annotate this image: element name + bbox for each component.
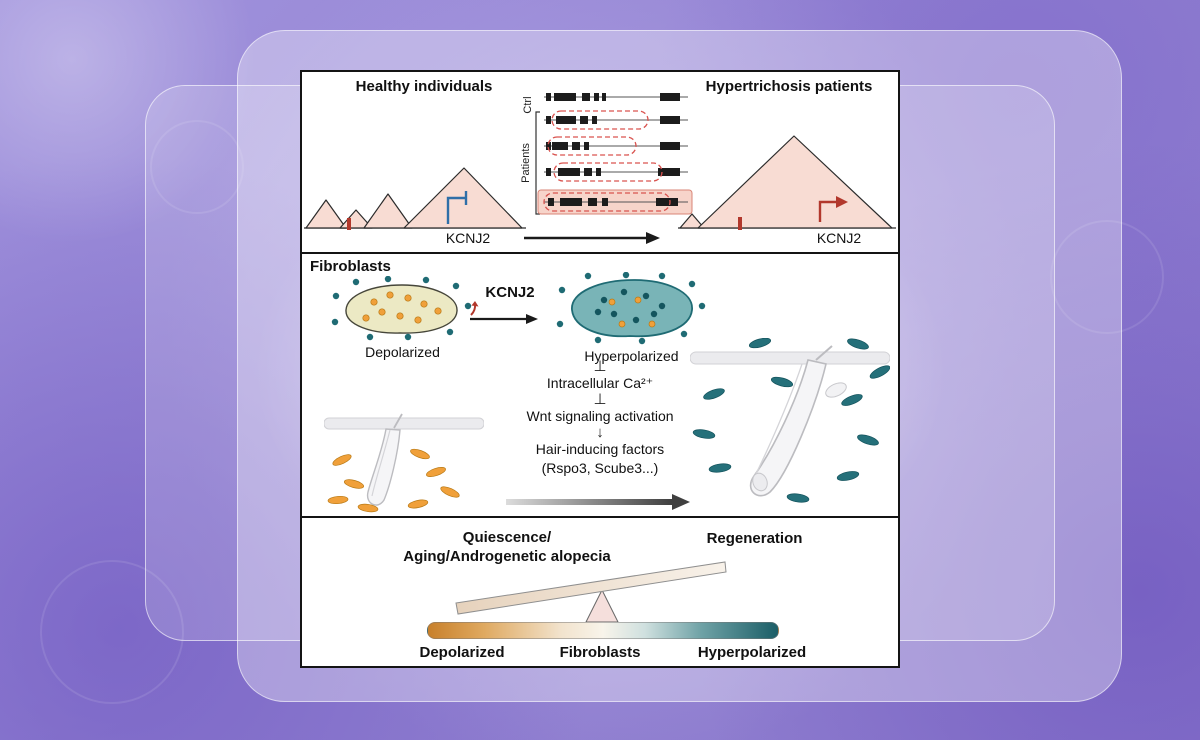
hyperpolarized-cell-illustration bbox=[556, 272, 706, 345]
healthy-individuals-label: Healthy individuals bbox=[355, 78, 493, 95]
skin-surface bbox=[324, 417, 484, 430]
kcnj2-label-left: KCNJ2 bbox=[445, 230, 491, 246]
balance-section: Quiescence/ Aging/Androgenetic alopecia … bbox=[302, 518, 898, 666]
kcnj2-label-right: KCNJ2 bbox=[816, 230, 862, 246]
regeneration-label: Regeneration bbox=[706, 530, 803, 547]
inner-orange-ions bbox=[608, 296, 656, 328]
inner-orange-ions bbox=[362, 291, 442, 324]
kcnj2-upregulation: KCNJ2 bbox=[468, 284, 552, 316]
axis-depolarized-label: Depolarized bbox=[419, 644, 505, 661]
follicle-outline bbox=[749, 359, 827, 497]
seesaw-plank bbox=[455, 561, 727, 615]
repressed-promoter-icon bbox=[446, 191, 468, 224]
outer-teal-ions bbox=[556, 272, 706, 345]
hypertrichosis-peak-illustration bbox=[678, 135, 896, 229]
red-tick-icon bbox=[738, 217, 742, 230]
fibroblasts-title: Fibroblasts bbox=[310, 258, 391, 275]
genomics-section: Healthy individuals Hypertrichosis patie… bbox=[302, 72, 898, 254]
follicle-bulb bbox=[752, 472, 768, 492]
hair-factors-genes: (Rspo3, Scube3...) bbox=[541, 460, 659, 476]
regenerating-follicle-illustration bbox=[690, 338, 890, 503]
hypertrichosis-patients-label: Hypertrichosis patients bbox=[705, 78, 873, 95]
active-promoter-icon bbox=[818, 196, 848, 222]
quiescence-line1: Quiescence/ bbox=[462, 529, 552, 546]
genomics-graphic bbox=[304, 93, 896, 244]
wnt-label: Wnt signaling activation bbox=[526, 408, 674, 424]
sebaceous-gland bbox=[825, 382, 847, 398]
inner-teal-ions bbox=[594, 288, 666, 324]
calcium-label: Intracellular Ca²⁺ bbox=[546, 375, 654, 391]
depolarized-label: Depolarized bbox=[365, 344, 440, 360]
orange-fibroblast-cells bbox=[327, 448, 460, 513]
background-bokeh bbox=[150, 120, 244, 214]
outer-teal-ions bbox=[331, 276, 472, 341]
variant-regions bbox=[543, 110, 671, 212]
axis-hyperpolarized-label: Hyperpolarized bbox=[697, 644, 807, 661]
depolarized-cell-illustration bbox=[331, 276, 472, 341]
follicle-outline bbox=[366, 428, 401, 506]
kcnj2-gene-label: KCNJ2 bbox=[485, 284, 535, 301]
background-bokeh bbox=[1050, 220, 1164, 334]
signaling-cascade: ⊥ Intracellular Ca²⁺ ⊥ Wnt signaling act… bbox=[502, 358, 698, 477]
seesaw-illustration bbox=[455, 561, 727, 623]
inhibit-icon: ⊥ bbox=[593, 391, 607, 408]
seesaw-fulcrum bbox=[585, 588, 619, 623]
axis-fibroblasts-label: Fibroblasts bbox=[559, 644, 641, 661]
transition-arrow-icon bbox=[506, 494, 690, 510]
up-arrow-icon bbox=[470, 301, 479, 316]
healthy-peaks-illustration bbox=[304, 167, 526, 229]
hair-factors-label: Hair-inducing factors bbox=[535, 441, 665, 457]
figure-panel: Healthy individuals Hypertrichosis patie… bbox=[300, 70, 900, 668]
dormant-follicle-illustration bbox=[324, 413, 484, 513]
hyperpolarized-label: Hyperpolarized bbox=[584, 348, 679, 364]
patients-track-label: Patients bbox=[520, 143, 532, 183]
quiescence-label: Quiescence/ Aging/Androgenetic alopecia bbox=[402, 528, 612, 566]
polarization-gradient-bar bbox=[427, 622, 779, 639]
fibroblasts-section: Fibroblasts Depolarized KCNJ2 bbox=[302, 254, 898, 518]
right-arrow-icon bbox=[470, 314, 538, 324]
inhibit-icon: ⊥ bbox=[593, 358, 607, 375]
gene-tracks bbox=[535, 93, 693, 215]
right-arrow-icon bbox=[524, 232, 660, 244]
patients-bracket bbox=[535, 111, 540, 215]
teal-fibroblast-cells bbox=[692, 338, 890, 503]
ctrl-track-label: Ctrl bbox=[522, 96, 534, 114]
down-arrow-icon: ↓ bbox=[596, 424, 604, 441]
red-tick-icon bbox=[347, 218, 351, 230]
quiescence-line2: Aging/Androgenetic alopecia bbox=[403, 548, 611, 565]
skin-surface bbox=[690, 351, 890, 365]
